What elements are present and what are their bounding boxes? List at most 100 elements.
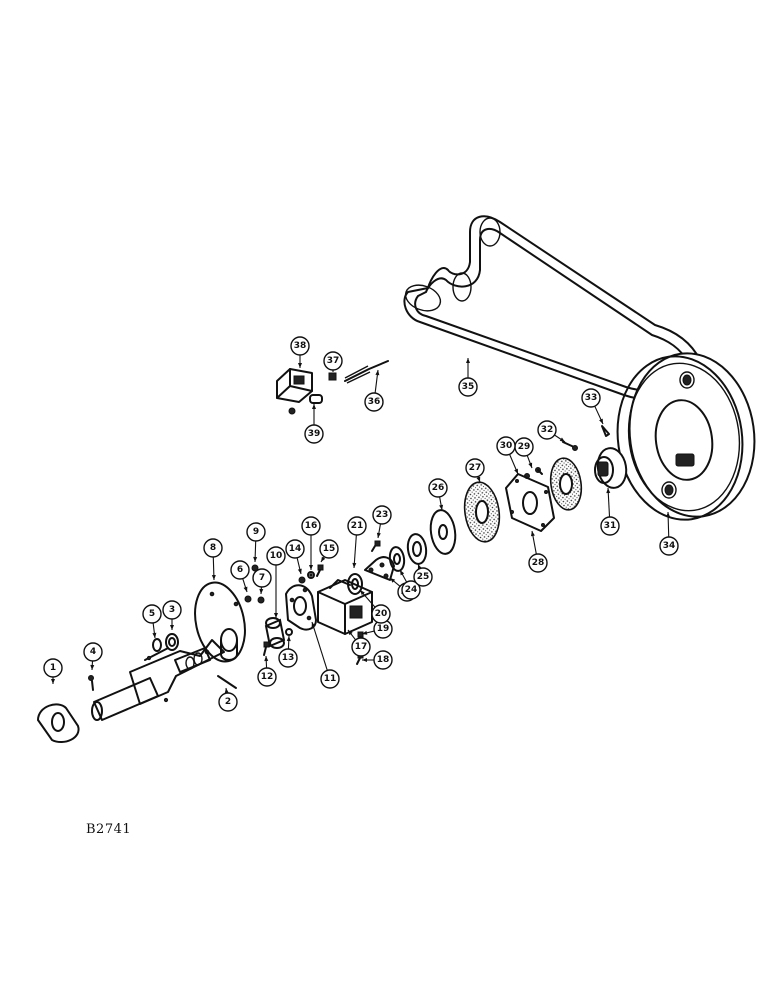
callout-label: 27 [469,463,482,473]
callout-label: 19 [377,624,390,634]
callout-label: 17 [355,642,368,652]
callout-circle [465,458,485,478]
callout-label: 4 [90,647,96,657]
callout-20: 20 [359,589,391,624]
leader-arrowhead [90,664,95,670]
callout-circle [257,667,277,687]
callout-circle [373,650,393,670]
callout-label: 20 [375,609,388,619]
nut-part-37 [328,372,337,381]
callout-circle [528,553,548,573]
leader-arrowhead [152,632,157,638]
nut-part-14 [298,576,306,584]
callout-34: 34 [659,511,679,556]
callout-circle [537,420,557,440]
leader-line [311,621,328,671]
callout-3: 3 [162,600,182,630]
bolt-part-12 [263,641,270,656]
leader-arrowhead [243,586,248,592]
bolt-part-15 [316,564,324,577]
pulley-hub-part-31 [594,447,628,489]
callout-25: 25 [413,563,433,587]
callout-circle [43,658,63,678]
leader-arrowhead [360,590,365,596]
key-part-33 [601,425,610,437]
bearing-sleeve-part-10 [264,617,286,649]
callout-circle [266,546,286,566]
callout-circle [401,580,421,600]
callout-16: 16 [301,516,321,570]
callout-circle [252,568,272,588]
leader-arrowhead [390,578,396,583]
callout-circle [413,567,433,587]
triangle-bracket-part-22 [364,556,395,581]
leader-arrowhead [466,358,470,363]
large-pulley-part-34 [616,352,756,521]
washer-part-25 [406,533,428,565]
callout-1: 1 [43,658,63,684]
callout-circle [218,692,238,712]
callout-32: 32 [537,420,566,443]
leader-arrowhead [311,622,316,628]
callout-36: 36 [364,369,384,412]
leader-arrowhead [224,688,229,694]
callout-circle [304,424,324,444]
callout-label: 32 [541,425,554,435]
callout-label: 10 [270,551,283,561]
callout-label: 7 [259,573,265,583]
leader-arrowhead [606,488,611,494]
end-flange-part-1 [36,703,80,744]
leader-arrowhead [298,363,302,368]
callout-label: 31 [604,521,617,531]
callout-circle [372,505,392,525]
callout-9: 9 [246,522,266,563]
callout-14: 14 [285,539,305,575]
callout-label: 30 [500,441,513,451]
shaft-bracket-assembly [91,639,225,721]
leader-arrowhead [666,512,671,518]
callout-circle [659,536,679,556]
callout-label: 25 [417,572,430,582]
callout-label: 24 [405,585,418,595]
callout-circle [83,642,103,662]
callout-18: 18 [362,650,393,670]
callout-2: 2 [218,687,238,712]
callout-layer: 1234567891011121314151617181920212223242… [43,336,679,712]
callout-circle [142,604,162,624]
callout-circle [230,560,250,580]
callout-30: 30 [496,436,519,475]
callout-circle [458,377,478,397]
callout-label: 15 [323,544,336,554]
callout-circle [285,539,305,559]
callout-label: 26 [432,483,445,493]
leader-arrowhead [530,531,535,537]
leader-arrowhead [170,625,174,630]
screw-part-32 [562,441,578,451]
callout-circle [581,388,601,408]
callout-label: 34 [663,541,676,551]
callout-label: 33 [585,393,598,403]
callout-37: 37 [323,351,343,372]
callout-circle [301,516,321,536]
flanged-ring-part-11 [285,584,317,631]
nut-part-6 [244,595,252,603]
leader-arrowhead [559,437,565,442]
leader-arrowhead [274,613,278,618]
pin-part-2 [217,675,237,689]
callout-label: 36 [368,397,381,407]
callout-circle [278,648,298,668]
rod-part-36 [344,360,389,384]
leader-arrowhead [312,404,316,409]
leader-arrowhead [599,418,603,424]
callout-circle [496,436,516,456]
washer-part-13 [285,628,293,636]
callout-circle [246,522,266,542]
leader-arrowhead [211,574,216,580]
callout-label: 39 [308,429,321,439]
callout-21: 21 [347,516,367,569]
leader-arrowhead [400,570,405,576]
sleeve-part-39 [288,394,323,415]
callout-15: 15 [319,539,339,563]
callout-label: 16 [305,521,318,531]
callout-label: 21 [351,521,364,531]
